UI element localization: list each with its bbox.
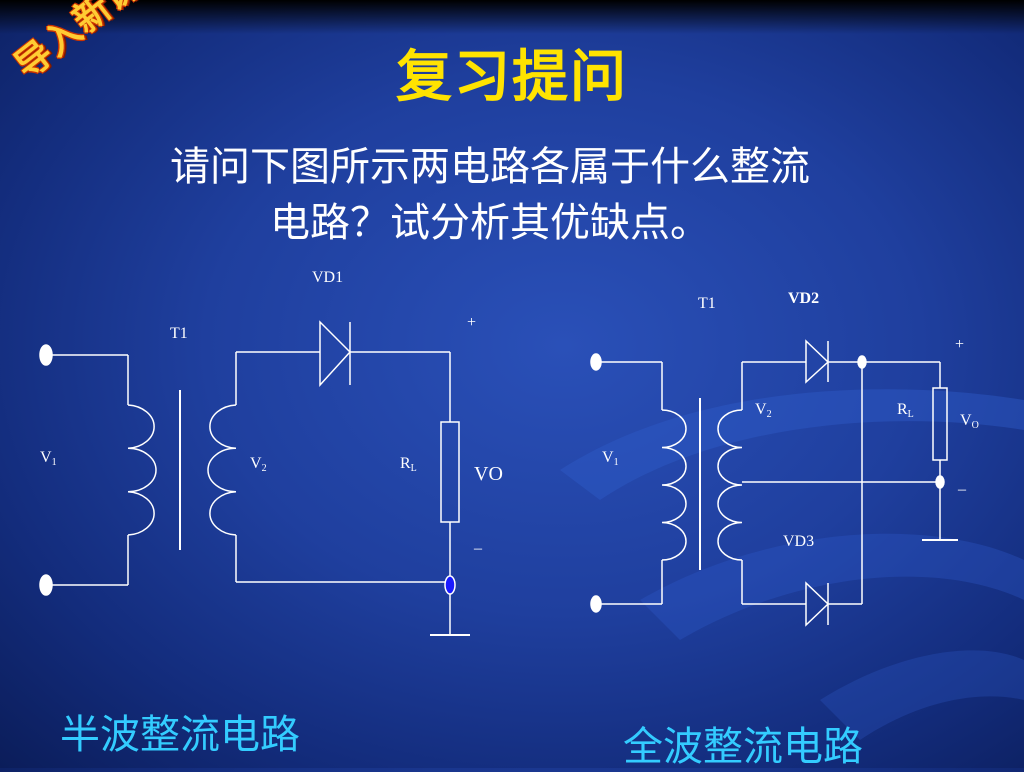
caption-half-wave: 半波整流电路 (60, 712, 300, 758)
label-vd2: VD2 (788, 290, 819, 307)
label-v2: V2 (755, 401, 772, 420)
full-wave-labels: T1 VD2 VD3 + – V1 V2 RL VO (602, 290, 979, 550)
junction-bottom (935, 475, 945, 489)
label-vd3: VD3 (783, 533, 814, 550)
diode-vd1 (319, 320, 352, 387)
output-node (444, 575, 456, 595)
slide-title: 复习提问 (396, 45, 628, 110)
question-line-1: 请问下图所示两电路各属于什么整流 (170, 144, 810, 190)
primary-coil (661, 409, 687, 561)
secondary-coil (207, 404, 237, 536)
label-plus: + (467, 314, 476, 331)
label-vd1: VD1 (312, 269, 343, 286)
label-v1: V1 (602, 449, 619, 468)
primary-coil (127, 404, 157, 536)
label-rl: RL (897, 401, 914, 420)
diode-vd3 (805, 581, 830, 627)
question-line-2: 电路？试分析其优缺点。 (270, 200, 710, 246)
label-v1: V1 (40, 449, 57, 468)
label-vo: VO (474, 463, 503, 485)
label-t1: T1 (170, 325, 188, 342)
full-wave-circuit (590, 339, 958, 627)
label-rl: RL (400, 455, 417, 474)
label-v2: V2 (250, 455, 267, 474)
half-wave-circuit (39, 320, 470, 636)
top-dark-band (0, 0, 1024, 34)
label-minus: – (473, 540, 483, 557)
label-minus: – (957, 481, 967, 498)
half-wave-labels: T1 VD1 + – VO V1 V2 RL (40, 269, 503, 557)
resistor-rl (440, 421, 460, 523)
resistor-rl (932, 387, 948, 461)
secondary-coil (717, 409, 743, 561)
diode-vd2 (805, 339, 830, 384)
label-t1: T1 (698, 295, 716, 312)
label-plus: + (955, 336, 964, 353)
input-terminal-top (590, 353, 602, 371)
label-vo: VO (960, 412, 979, 431)
caption-full-wave: 全波整流电路 (623, 724, 863, 770)
input-terminal-bottom (590, 595, 602, 613)
